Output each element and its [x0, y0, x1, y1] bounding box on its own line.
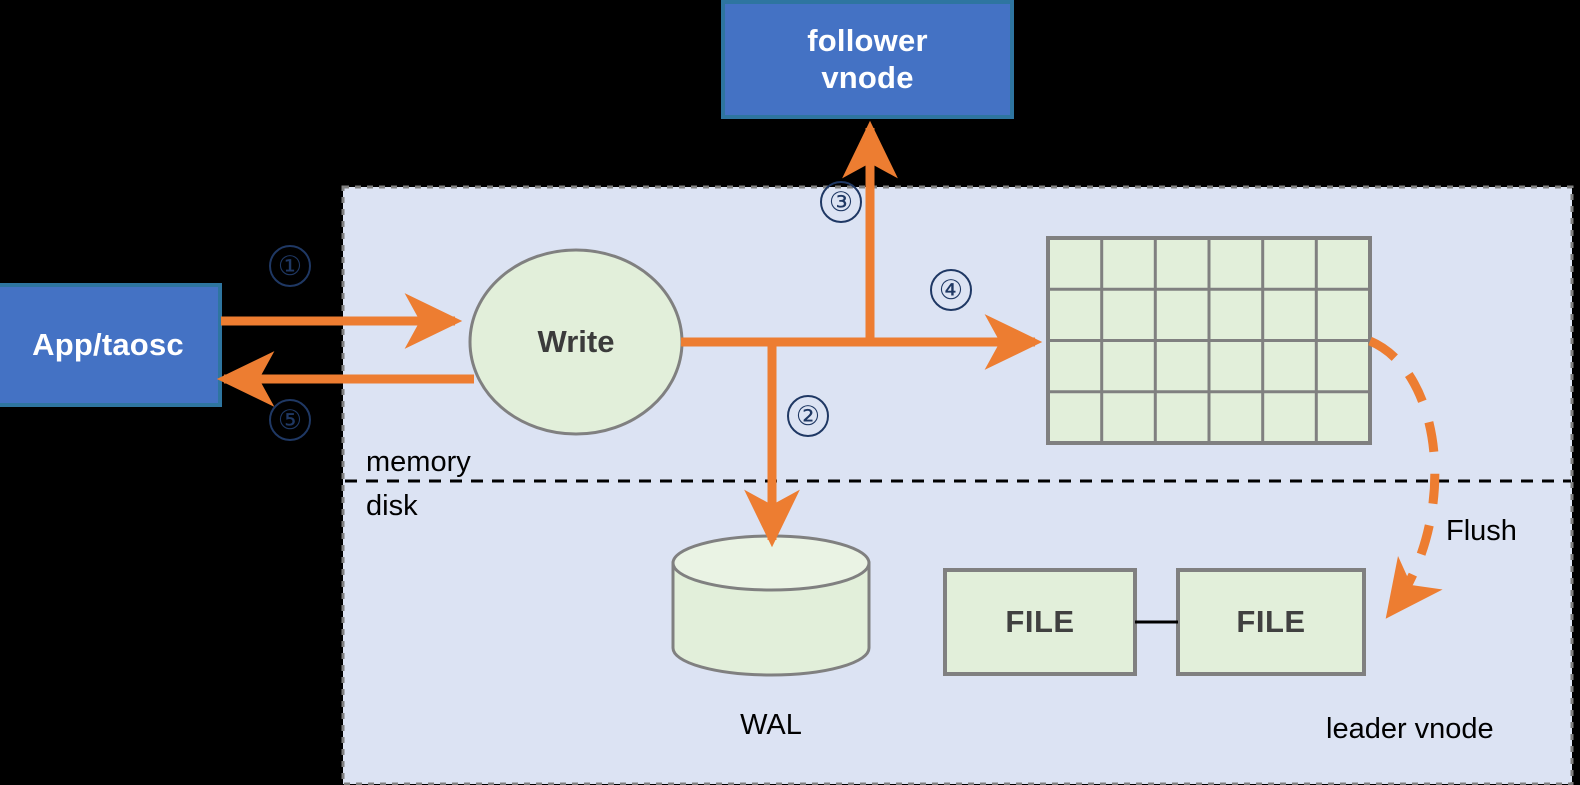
- app-taosc-box[interactable]: [0, 283, 222, 407]
- step-number-1: ①: [269, 245, 311, 287]
- step-number-2: ②: [787, 395, 829, 437]
- write-ellipse[interactable]: [468, 248, 684, 436]
- memtable-grid[interactable]: [1046, 236, 1372, 445]
- step-number-5: ⑤: [269, 399, 311, 441]
- step-number-3: ③: [820, 181, 862, 223]
- file-box-left[interactable]: [943, 568, 1137, 676]
- step-number-4: ④: [930, 269, 972, 311]
- follower-vnode-box[interactable]: [721, 0, 1014, 119]
- wal-cylinder[interactable]: [671, 534, 871, 677]
- file-box-right[interactable]: [1176, 568, 1366, 676]
